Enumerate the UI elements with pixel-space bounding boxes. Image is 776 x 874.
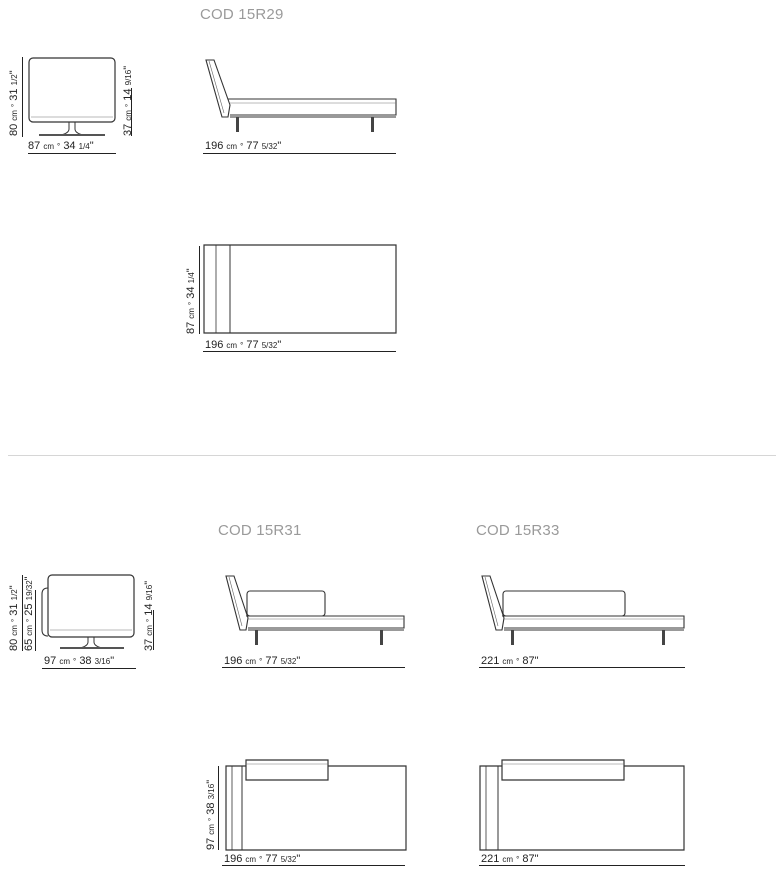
top-view-drawing [203,244,398,336]
dimension-line [131,88,132,136]
dim-length: 196 cm ° 77 5/32" [205,339,282,351]
dimension-line [35,590,36,651]
top-view-drawing [478,758,688,854]
dimension-line [218,766,219,850]
dim-length: 221 cm ° 87" [481,655,539,667]
side-view-drawing [222,572,408,645]
dim-height: 80 cm ° 31 1/2" [8,70,20,136]
dimension-line [222,865,405,866]
product-code: COD 15R33 [476,522,560,539]
product-code: COD 15R31 [218,522,302,539]
dimension-line [222,667,405,668]
dimension-line [479,667,685,668]
dim-depth: 97 cm ° 38 3/16" [205,779,217,850]
top-view-drawing [222,758,410,854]
dimension-line [199,246,200,334]
side-view-drawing [478,572,690,645]
front-view-drawing [25,55,125,136]
dimension-line [203,351,396,352]
dim-length: 196 cm ° 77 5/32" [205,140,282,152]
dimension-line [28,153,116,154]
dim-length: 221 cm ° 87" [481,853,539,865]
dimension-line [42,668,136,669]
dim-depth: 87 cm ° 34 1/4" [185,268,197,334]
dimension-line [22,57,23,137]
dim-height: 80 cm ° 31 1/2" [8,585,20,651]
section-divider [8,455,776,456]
dimension-line [153,610,154,650]
dim-seat-height: 37 cm ° 14 9/16" [122,65,134,136]
dimension-line [479,865,685,866]
dim-width: 87 cm ° 34 1/4" [28,140,94,152]
dim-seat-height: 37 cm ° 14 9/16" [143,580,155,651]
front-view-drawing [38,572,143,649]
dim-length: 196 cm ° 77 5/32" [224,655,301,667]
dimension-line [22,575,23,651]
dim-length: 196 cm ° 77 5/32" [224,853,301,865]
product-code: COD 15R29 [200,6,284,23]
dim-width: 97 cm ° 38 3/16" [44,655,115,667]
side-view-drawing [200,55,400,132]
dimension-line [203,153,396,154]
dim-arm-height: 65 cm ° 25 19/32" [23,576,35,651]
